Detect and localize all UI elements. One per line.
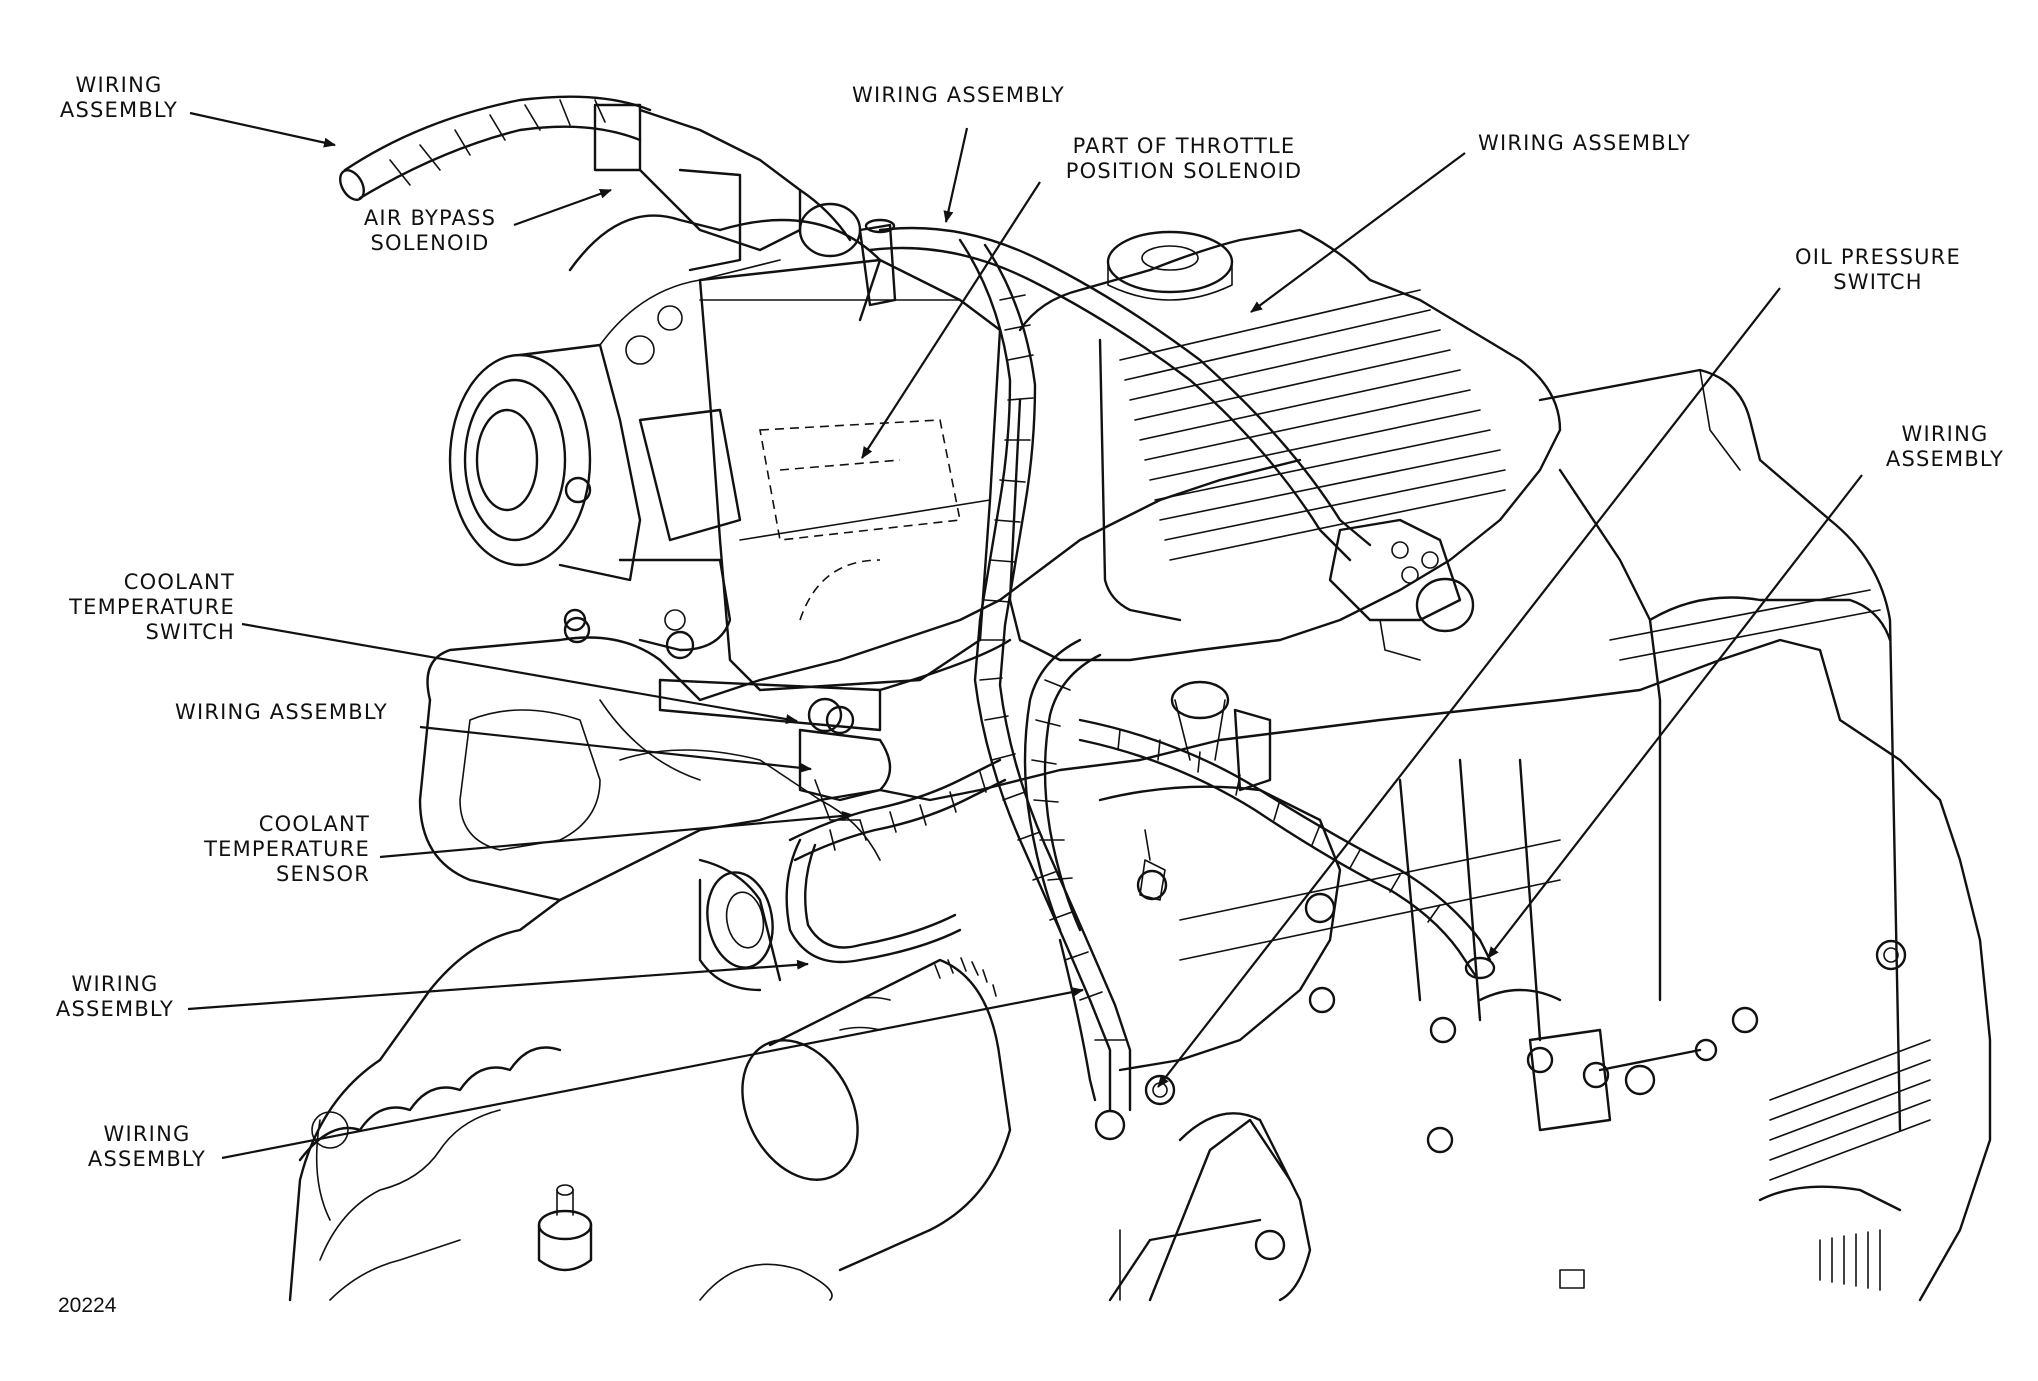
engine-block [288, 103, 1992, 1302]
label-throttle-position-solenoid: PART OF THROTTLE POSITION SOLENOID [1065, 134, 1303, 183]
label-wiring-assembly-mid-left: WIRING ASSEMBLY [175, 700, 388, 724]
label-wiring-assembly-top-left: WIRING ASSEMBLY [59, 73, 179, 122]
leader-oil-pressure-switch [1157, 287, 1781, 1088]
label-coolant-temperature-switch: COOLANT TEMPERATURE SWITCH [69, 570, 235, 644]
leader-wiring-assembly-mid-left [419, 725, 812, 773]
label-oil-pressure-switch: OIL PRESSURE SWITCH [1795, 245, 1961, 294]
leader-wiring-assembly-bottom-left [221, 987, 1084, 1160]
figure-number: 20224 [58, 1294, 117, 1317]
wiring-harness [339, 95, 1496, 1141]
leader-wiring-assembly-lower-left [187, 959, 809, 1011]
leader-wiring-assembly-top-center [943, 127, 969, 223]
label-air-bypass-solenoid: AIR BYPASS SOLENOID [363, 206, 497, 255]
label-wiring-assembly-top-center: WIRING ASSEMBLY [852, 83, 1065, 107]
leader-coolant-temperature-sensor [379, 810, 854, 859]
oil-filter [741, 957, 1012, 1272]
label-wiring-assembly-lower-left: WIRING ASSEMBLY [55, 972, 175, 1021]
label-wiring-assembly-right: WIRING ASSEMBLY [1885, 422, 2005, 471]
leader-coolant-temperature-switch [241, 622, 798, 725]
throttle-body [448, 214, 1012, 735]
leader-lines [187, 111, 1863, 1160]
leader-wiring-assembly-top-right [1250, 152, 1466, 313]
label-coolant-temperature-sensor: COOLANT TEMPERATURE SENSOR [204, 812, 370, 886]
label-wiring-assembly-bottom-left: WIRING ASSEMBLY [87, 1122, 207, 1171]
leader-air-bypass-solenoid [513, 188, 612, 227]
leader-throttle-position-solenoid [861, 181, 1041, 459]
leader-wiring-assembly-right [1487, 474, 1863, 959]
label-wiring-assembly-top-right: WIRING ASSEMBLY [1478, 131, 1691, 155]
air-bypass-solenoid [593, 103, 862, 272]
leader-wiring-assembly-top-left [189, 111, 336, 148]
